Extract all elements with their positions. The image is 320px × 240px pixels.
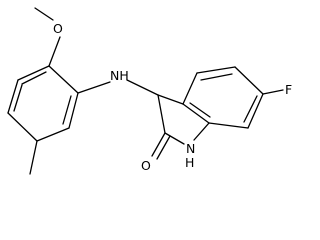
bond-ring-a3 bbox=[36, 127, 70, 142]
bond-ring-nh bbox=[77, 81, 111, 94]
bond-c2-o-a bbox=[151, 132, 166, 157]
bond-ring-a-inner3 bbox=[21, 71, 47, 85]
bond-ring-a-inner1 bbox=[62, 95, 72, 125]
bond-ring-b2 bbox=[196, 66, 236, 74]
bond-ring-a-inner2 bbox=[13, 84, 23, 112]
bond-ring-b-inner3 bbox=[189, 102, 211, 118]
ring-nitrogen-label: N bbox=[186, 141, 195, 156]
bond-ring-a5 bbox=[7, 79, 19, 114]
bond-n1-c7a bbox=[193, 122, 210, 141]
bond-o-ring bbox=[48, 36, 61, 67]
bond-c3-c2 bbox=[157, 94, 166, 134]
bond-ring-a4 bbox=[7, 112, 38, 142]
bond-ring-b-inner2 bbox=[243, 95, 258, 123]
structure-canvas: O NH F O N H bbox=[7, 7, 292, 175]
bond-ring-b5 bbox=[208, 122, 249, 129]
molecule-diagram: O NH F O N H bbox=[7, 7, 292, 175]
carbonyl-oxygen-label: O bbox=[141, 158, 151, 173]
bond-c3-c3a bbox=[157, 94, 184, 105]
ring-hydrogen-label: H bbox=[185, 155, 194, 170]
bond-ring-b-inner1 bbox=[200, 73, 233, 81]
amine-nh-label: NH bbox=[110, 68, 129, 83]
bond-nh-c3 bbox=[126, 79, 159, 96]
bond-methyl-ring bbox=[29, 140, 38, 175]
bond-ring-b6 bbox=[182, 103, 210, 124]
bond-ring-b3 bbox=[234, 66, 264, 95]
bond-c2-n1 bbox=[164, 132, 185, 145]
fluorine-label: F bbox=[285, 82, 292, 97]
methoxy-oxygen-label: O bbox=[53, 21, 63, 36]
bond-ring-a6 bbox=[17, 65, 50, 81]
bond-ring-b4 bbox=[247, 93, 264, 129]
bond-ring-f bbox=[262, 89, 284, 95]
bond-methyl-o bbox=[34, 7, 54, 21]
bond-ring-a1 bbox=[48, 65, 79, 94]
bond-ring-b1 bbox=[182, 72, 198, 105]
bond-c2-o-b bbox=[156, 135, 171, 160]
bond-ring-a2 bbox=[68, 92, 79, 129]
